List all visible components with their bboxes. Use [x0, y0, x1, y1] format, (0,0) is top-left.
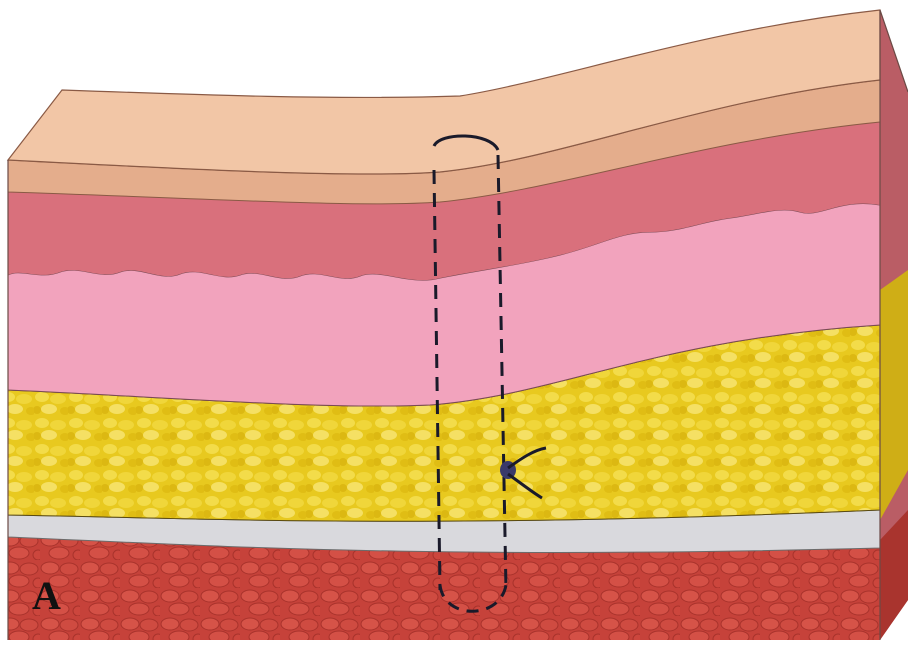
- muscle-layer: [8, 537, 880, 640]
- panel-label: A: [32, 572, 61, 619]
